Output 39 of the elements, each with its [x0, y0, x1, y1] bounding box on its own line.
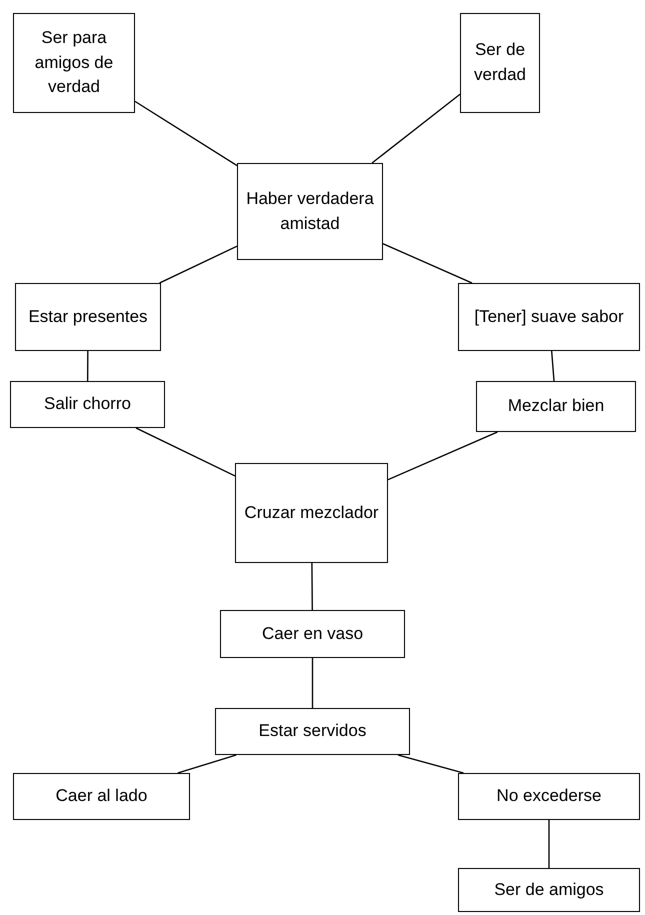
concept-box — [10, 381, 165, 428]
concept-box — [458, 773, 640, 820]
connector-line — [398, 754, 464, 774]
box-label: Ser para amigos de verdad — [34, 27, 114, 98]
box-label: Estar presentes — [28, 306, 148, 328]
concept-box — [237, 163, 383, 260]
box-label: Mezclar bien — [508, 395, 604, 418]
concept-box — [235, 463, 388, 563]
concept-box — [13, 773, 190, 820]
box-label: [Tener] suave sabor — [474, 306, 624, 328]
concept-box — [458, 868, 640, 912]
connector-line — [312, 658, 314, 708]
concept-box — [220, 610, 405, 658]
connector-line — [372, 94, 460, 164]
box-label: No excederse — [496, 785, 602, 808]
concept-box — [15, 283, 161, 351]
connector-line — [86, 351, 88, 381]
concept-box — [476, 381, 636, 432]
concept-box — [460, 13, 540, 113]
concept-box — [458, 283, 640, 351]
connector-line — [388, 431, 498, 480]
connector-line — [548, 820, 550, 868]
connector-line — [311, 563, 313, 610]
box-label: Cruzar mezclador — [244, 502, 379, 524]
box-label: Ser de verdad — [473, 39, 527, 86]
box-label: Caer en vaso — [262, 622, 364, 645]
box-label: Salir chorro — [44, 393, 131, 416]
connector-line — [551, 350, 555, 382]
concept-box — [215, 708, 410, 755]
box-label: Estar servidos — [258, 720, 366, 742]
box-label: Caer al lado — [56, 785, 148, 808]
box-label: Haber verdadera amistad — [245, 188, 375, 234]
box-label: Ser de amigos — [494, 878, 604, 901]
connector-line — [382, 243, 472, 284]
connector-line — [134, 100, 238, 166]
connector-line — [178, 754, 236, 774]
connector-line — [136, 427, 236, 477]
concept-box — [13, 13, 135, 113]
connector-line — [159, 246, 238, 284]
